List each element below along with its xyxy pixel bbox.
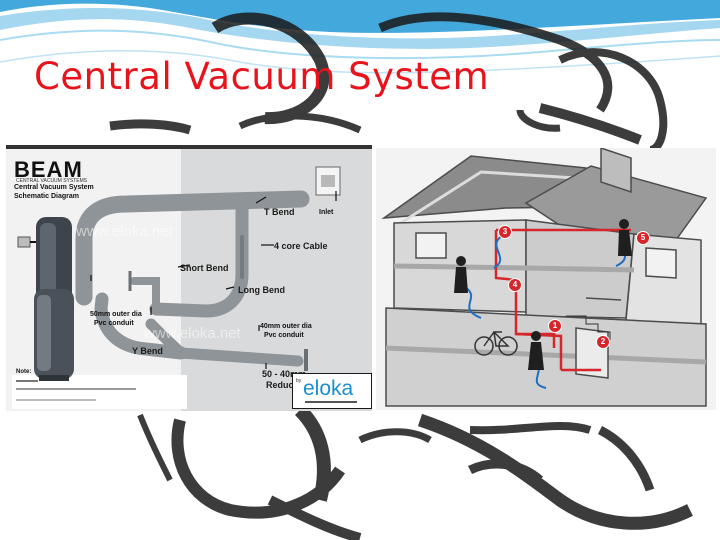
note-label: Note: [16, 369, 32, 375]
label-long-bend: Long Bend [238, 285, 285, 295]
label-inlet: Inlet [319, 209, 334, 216]
label-reducer-line1: 50 - 40mm [262, 369, 307, 379]
label-outer-dia-line2: Pvc conduit [94, 320, 134, 327]
bicycle-icon [474, 330, 518, 356]
power-plug-icon [17, 236, 36, 248]
label-t-bend: T Bend [264, 207, 295, 217]
logo-prefix: by [296, 378, 302, 384]
label-conduit-line1: 40mm outer dia [260, 323, 312, 330]
note-line [16, 380, 38, 382]
label-reducer-line2: Reducer [266, 380, 303, 390]
vacuum-unit-icon [34, 217, 74, 381]
wall-inlet-icon [315, 166, 341, 196]
note-line [16, 388, 136, 390]
schematic-heading-line1: Central Vacuum System [14, 184, 94, 191]
callout-5: 5 [636, 231, 650, 245]
swoosh-top-decoration [0, 0, 720, 74]
logo-tagline-line [305, 401, 357, 403]
slide-title: Central Vacuum System [34, 55, 490, 98]
brand-tagline: CENTRAL VACUUM SYSTEMS [16, 178, 88, 184]
label-4-core-cable: 4 core Cable [274, 241, 328, 251]
watermark-bottom: www.eloka.net [144, 325, 241, 342]
callout-2: 2 [596, 335, 610, 349]
arrow-icon [90, 191, 337, 369]
house-cutaway-illustration: 3 5 4 1 2 [376, 148, 716, 410]
cartoon-backdrop-art [109, 12, 693, 540]
schematic-drawing [6, 149, 341, 411]
watermark-top: www.eloka.net [76, 223, 173, 240]
callout-3: 3 [498, 225, 512, 239]
label-short-bend: Short Bend [180, 263, 229, 273]
person-vacuuming-icon [454, 219, 632, 370]
callout-1: 1 [548, 319, 562, 333]
eloka-logo: by eloka [292, 373, 372, 409]
label-y-bend: Y Bend [132, 346, 163, 356]
stairs [566, 315, 611, 340]
house-cutaway-icon [381, 148, 708, 407]
logo-text: eloka [303, 377, 354, 400]
pvc-pipe-network [75, 190, 310, 367]
callout-4: 4 [508, 278, 522, 292]
schematic-diagram: BEAM CENTRAL VACUUM SYSTEMS Central Vacu… [6, 145, 372, 411]
label-outer-dia-line1: 50mm outer dia [90, 311, 142, 318]
note-line [16, 399, 96, 401]
schematic-heading-line2: Schematic Diagram [14, 193, 79, 200]
label-conduit-line2: Pvc conduit [264, 332, 304, 339]
brand-logo: BEAM [14, 157, 83, 182]
